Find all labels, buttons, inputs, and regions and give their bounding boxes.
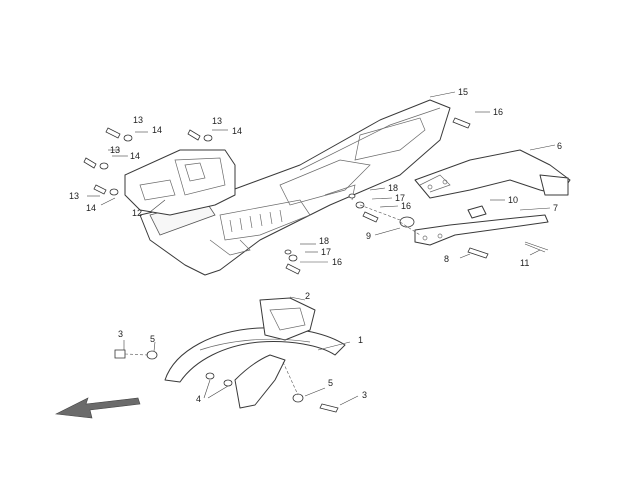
bolt-16-mid: [362, 211, 379, 223]
callout-13-d: 13: [69, 191, 79, 201]
washer-18-mid: [348, 193, 356, 199]
callout-6: 6: [557, 141, 562, 151]
callout-14-d: 14: [86, 203, 96, 213]
callout-14-a: 14: [152, 125, 162, 135]
washer-5-right: [292, 393, 304, 403]
callout-3-left: 3: [118, 329, 123, 339]
callout-13-b: 13: [212, 116, 222, 126]
bolt-set-13-14: [83, 127, 213, 196]
leader-lines: [87, 91, 556, 406]
callout-16-c: 16: [332, 257, 342, 267]
callout-1: 1: [358, 335, 363, 345]
callout-10: 10: [508, 195, 518, 205]
callout-9: 9: [366, 231, 371, 241]
callout-14-b: 14: [232, 126, 242, 136]
callout-16-b: 16: [401, 201, 411, 211]
nut-4-b: [223, 379, 233, 387]
callout-3-right: 3: [362, 390, 367, 400]
tail-bracket: [414, 149, 571, 199]
callout-4: 4: [196, 394, 201, 404]
callout-13-c: 13: [110, 145, 120, 155]
callout-11: 11: [520, 258, 529, 268]
callout-17-b: 17: [321, 247, 331, 257]
callout-labels: 1 2 3 3 4 5 5 6 7 8 9 10 11 12 13 13 13 …: [69, 87, 562, 404]
plate-10: [467, 205, 487, 219]
forward-arrow: [54, 397, 141, 419]
callout-7: 7: [553, 203, 558, 213]
callout-13-a: 13: [133, 115, 143, 125]
callout-2: 2: [305, 291, 310, 301]
callout-18-b: 18: [319, 236, 329, 246]
callout-16-a: 16: [493, 107, 503, 117]
washer-5-left: [146, 350, 158, 360]
bolt-8: [467, 247, 489, 259]
callout-15: 15: [458, 87, 468, 97]
collar-9: [399, 216, 415, 228]
washer-17-low: [288, 254, 298, 262]
front-fender: [164, 297, 346, 409]
nut-4-a: [205, 372, 215, 380]
mudguard-bracket: [124, 149, 236, 216]
callout-14-c: 14: [130, 151, 140, 161]
callout-5-left: 5: [150, 334, 155, 344]
license-bracket: [414, 214, 549, 246]
callout-12: 12: [132, 208, 142, 218]
bolt-3-left: [114, 349, 126, 359]
callout-17-a: 17: [395, 193, 405, 203]
callout-18-a: 18: [388, 183, 398, 193]
wire-11: [524, 241, 549, 253]
bolt-16-low: [285, 263, 301, 275]
callout-8: 8: [444, 254, 449, 264]
washer-18-low: [284, 249, 292, 255]
bolt-16-top: [452, 117, 471, 129]
callout-5-right: 5: [328, 378, 333, 388]
bolt-3-right: [319, 403, 339, 413]
